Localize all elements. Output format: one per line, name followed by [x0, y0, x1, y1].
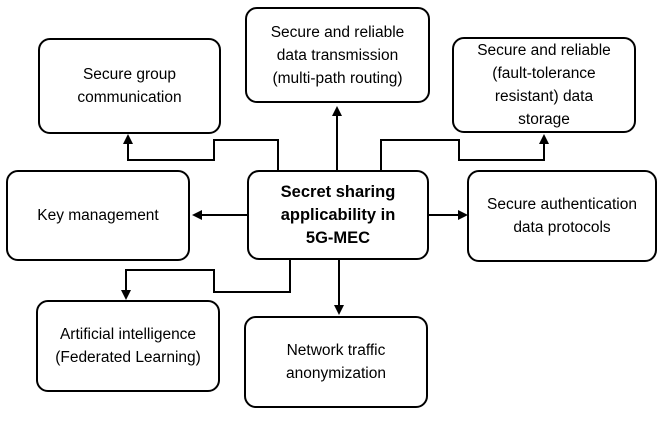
node-label: Secure and reliable (fault-tolerance res… — [477, 42, 611, 128]
node-secure-authentication: Secure authentication data protocols — [467, 170, 657, 262]
node-label: Key management — [37, 207, 159, 224]
node-label: Secure group communication — [77, 66, 182, 106]
node-artificial-intelligence: Artificial intelligence (Federated Learn… — [36, 300, 220, 392]
edge-center-to-ai — [121, 258, 291, 300]
node-key-management: Key management — [6, 170, 190, 261]
node-secure-group-communication: Secure group communication — [38, 38, 221, 134]
node-label: Artificial intelligence (Federated Learn… — [55, 326, 201, 366]
node-network-traffic-anonymization: Network traffic anonymization — [244, 316, 428, 408]
edge-center-to-group — [123, 134, 279, 172]
node-secure-data-transmission: Secure and reliable data transmission (m… — [245, 7, 430, 103]
center-label: Secret sharing applicability in 5G-MEC — [280, 182, 396, 247]
edge-center-to-storage — [380, 134, 549, 170]
node-label: Network traffic anonymization — [286, 342, 386, 382]
node-label: Secure authentication data protocols — [487, 196, 637, 236]
node-secret-sharing-center: Secret sharing applicability in 5G-MEC — [247, 170, 429, 260]
node-label: Secure and reliable data transmission (m… — [270, 23, 405, 87]
node-secure-data-storage: Secure and reliable (fault-tolerance res… — [452, 37, 636, 133]
